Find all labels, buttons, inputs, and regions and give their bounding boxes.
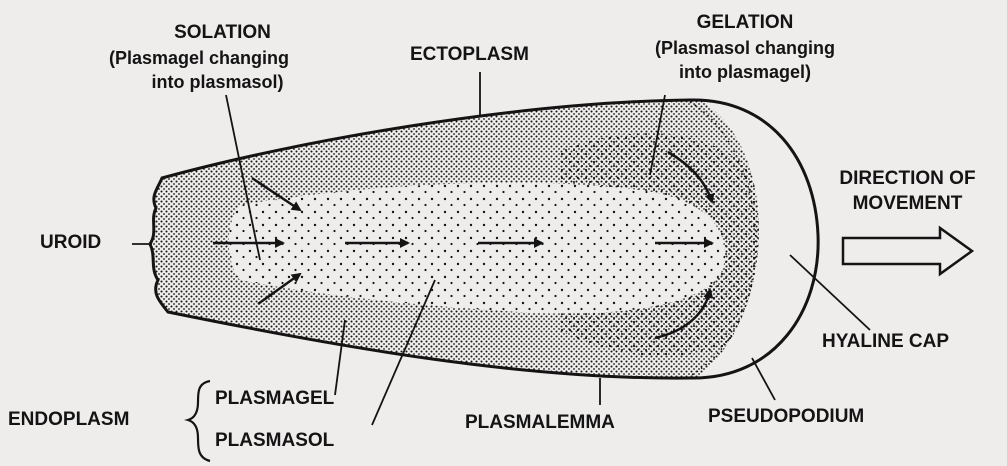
label-uroid: UROID (40, 232, 101, 254)
label-solation: SOLATION (115, 22, 330, 44)
label-plasmagel: PLASMAGEL (215, 388, 334, 410)
label-solation-desc-1: (Plasmagel changing (68, 48, 330, 69)
label-gelation-desc-1: (Plasmasol changing (630, 38, 860, 59)
label-solation-desc-2: into plasmasol) (110, 72, 325, 93)
direction-arrow (843, 228, 972, 274)
label-direction-2: MOVEMENT (815, 193, 1000, 215)
label-gelation-desc-2: into plasmagel) (640, 62, 850, 83)
label-pseudopodium: PSEUDOPODIUM (708, 406, 864, 428)
label-direction-1: DIRECTION OF (815, 168, 1000, 190)
label-plasmasol: PLASMASOL (215, 430, 334, 452)
label-hyaline-cap: HYALINE CAP (822, 331, 949, 353)
label-ectoplasm: ECTOPLASM (410, 44, 529, 66)
label-endoplasm: ENDOPLASM (8, 409, 129, 431)
label-plasmalemma: PLASMALEMMA (465, 412, 615, 434)
label-gelation: GELATION (630, 12, 860, 34)
endoplasm-bracket (188, 381, 210, 461)
